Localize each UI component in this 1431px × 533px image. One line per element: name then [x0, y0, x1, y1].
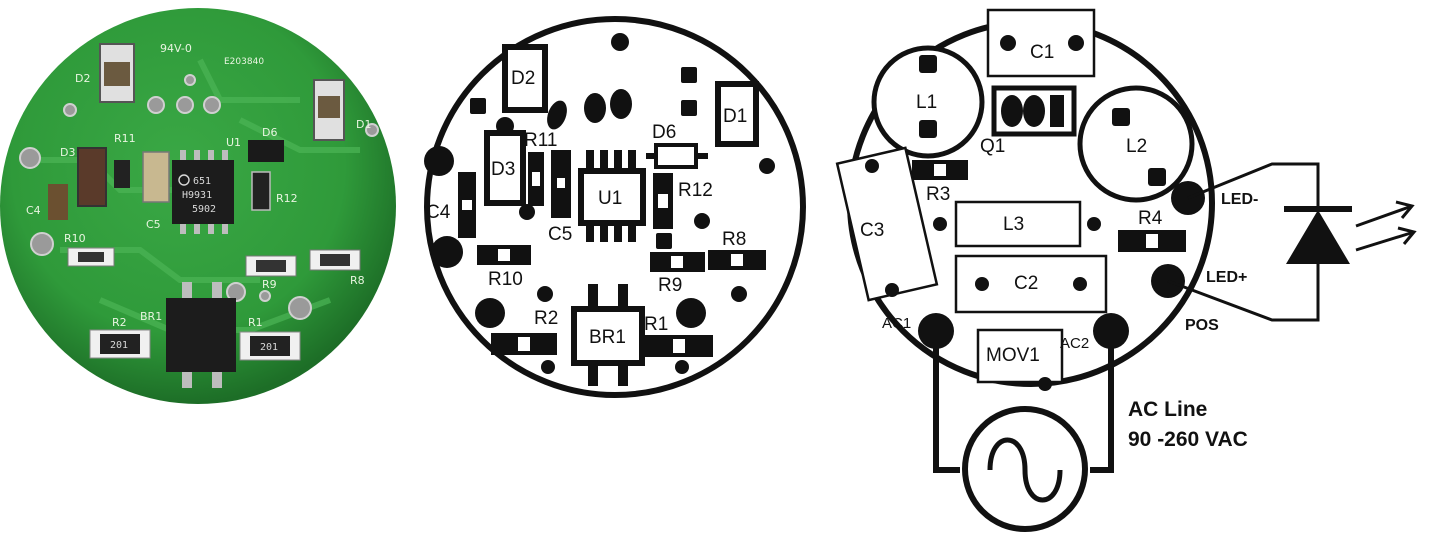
board-cert-mark: 94V-0 — [160, 42, 192, 55]
board-ul-mark: E203840 — [224, 57, 264, 67]
ac-voltage-label: 90 -260 VAC — [1128, 428, 1248, 451]
layout-br1: BR1 — [571, 284, 645, 386]
silk-r9: R9 — [262, 278, 277, 291]
silk-br1: BR1 — [140, 310, 162, 323]
pos-label: POS — [1185, 317, 1219, 334]
silk-d2: D2 — [75, 72, 90, 85]
layout-label-r12: R12 — [678, 180, 713, 201]
wiring-mov1 — [976, 328, 1064, 384]
layout-label-d3: D3 — [491, 159, 515, 180]
wiring-label-l2: L2 — [1126, 136, 1147, 157]
ac-source-wiring — [933, 331, 1114, 473]
layout-d2 — [502, 44, 548, 113]
light-emission-arrows-icon — [1355, 200, 1417, 252]
layout-d3 — [484, 130, 526, 206]
layout-label-d2: D2 — [511, 68, 535, 89]
layout-label-d1: D1 — [723, 106, 747, 127]
silk-r12: R12 — [276, 192, 298, 205]
photo-c4-component — [48, 184, 68, 220]
wiring-l3 — [954, 200, 1082, 248]
chip-marking-line1: 651 — [193, 176, 211, 187]
silk-c4: C4 — [26, 204, 41, 217]
wiring-label-l1: L1 — [916, 92, 937, 113]
silk-d1: D1 — [356, 118, 371, 131]
silk-d6: D6 — [262, 126, 277, 139]
wiring-c3 — [835, 146, 939, 302]
layout-label-r8: R8 — [722, 229, 746, 250]
led-plus-label: LED+ — [1206, 269, 1247, 286]
layout-diagram: D2 D1 D3 R11 — [424, 16, 806, 398]
chip-marking-line2: H9931 — [182, 190, 212, 201]
photo-u1-chip: 651 H9931 5902 — [172, 150, 234, 234]
silk-r8: R8 — [350, 274, 365, 287]
led-minus-label: LED- — [1221, 191, 1258, 208]
layout-label-u1: U1 — [598, 188, 622, 209]
layout-u1: U1 — [578, 150, 646, 242]
photo-br1-chip — [182, 282, 222, 388]
wiring-label-ac1: AC1 — [882, 315, 911, 332]
photo-r1-code: 201 — [260, 342, 278, 353]
wiring-label-c1: C1 — [1030, 42, 1054, 63]
wiring-label-r3: R3 — [926, 184, 950, 205]
layout-label-r10: R10 — [488, 269, 523, 290]
silk-d3: D3 — [60, 146, 75, 159]
photo-d6-component — [248, 140, 284, 162]
layout-label-c4: C4 — [426, 202, 451, 223]
layout-label-r11: R11 — [524, 130, 557, 151]
wiring-label-c2: C2 — [1014, 273, 1038, 294]
layout-d1 — [715, 81, 759, 147]
photo-r11-component — [114, 160, 130, 188]
photo-r12-component — [251, 171, 271, 211]
photo-d3-component — [77, 147, 107, 207]
wiring-l1 — [871, 45, 985, 159]
silk-c5: C5 — [146, 218, 161, 231]
chip-marking-line3: 5902 — [192, 204, 216, 215]
led-diode-icon — [1284, 206, 1352, 264]
silk-r2: R2 — [112, 316, 127, 329]
layout-d6 — [646, 143, 708, 169]
pcb-photo: 651 H9931 5902 201 201 94V-0 E203840 D2 … — [0, 8, 396, 404]
layout-label-r2: R2 — [534, 308, 558, 329]
wiring-label-mov1: MOV1 — [986, 345, 1040, 366]
silk-r10: R10 — [64, 232, 86, 245]
wiring-label-q1: Q1 — [980, 136, 1005, 157]
wiring-q1 — [991, 85, 1077, 137]
layout-label-c5: C5 — [548, 224, 572, 245]
wiring-diagram: C1 L1 Q1 L2 R3 C3 L3 — [835, 8, 1417, 532]
wiring-label-r4: R4 — [1138, 208, 1163, 229]
layout-label-br1: BR1 — [589, 327, 626, 348]
silk-r1: R1 — [248, 316, 263, 329]
photo-c5-component — [142, 151, 170, 203]
photo-r2-code: 201 — [110, 340, 128, 351]
led-wiring — [1167, 162, 1320, 322]
wiring-label-l3: L3 — [1003, 214, 1024, 235]
layout-pads — [424, 33, 775, 374]
ac-line-label: AC Line — [1128, 398, 1207, 421]
layout-label-r9: R9 — [658, 275, 682, 296]
wiring-label-c3: C3 — [860, 220, 884, 241]
wiring-label-ac2: AC2 — [1060, 335, 1089, 352]
pcb-vias — [19, 74, 379, 320]
silk-u1: U1 — [226, 136, 241, 149]
sine-wave-icon — [987, 437, 1063, 503]
silk-r11: R11 — [114, 132, 136, 145]
layout-label-r1: R1 — [644, 314, 668, 335]
layout-label-d6: D6 — [652, 122, 676, 143]
layout-board-outline — [424, 16, 806, 398]
